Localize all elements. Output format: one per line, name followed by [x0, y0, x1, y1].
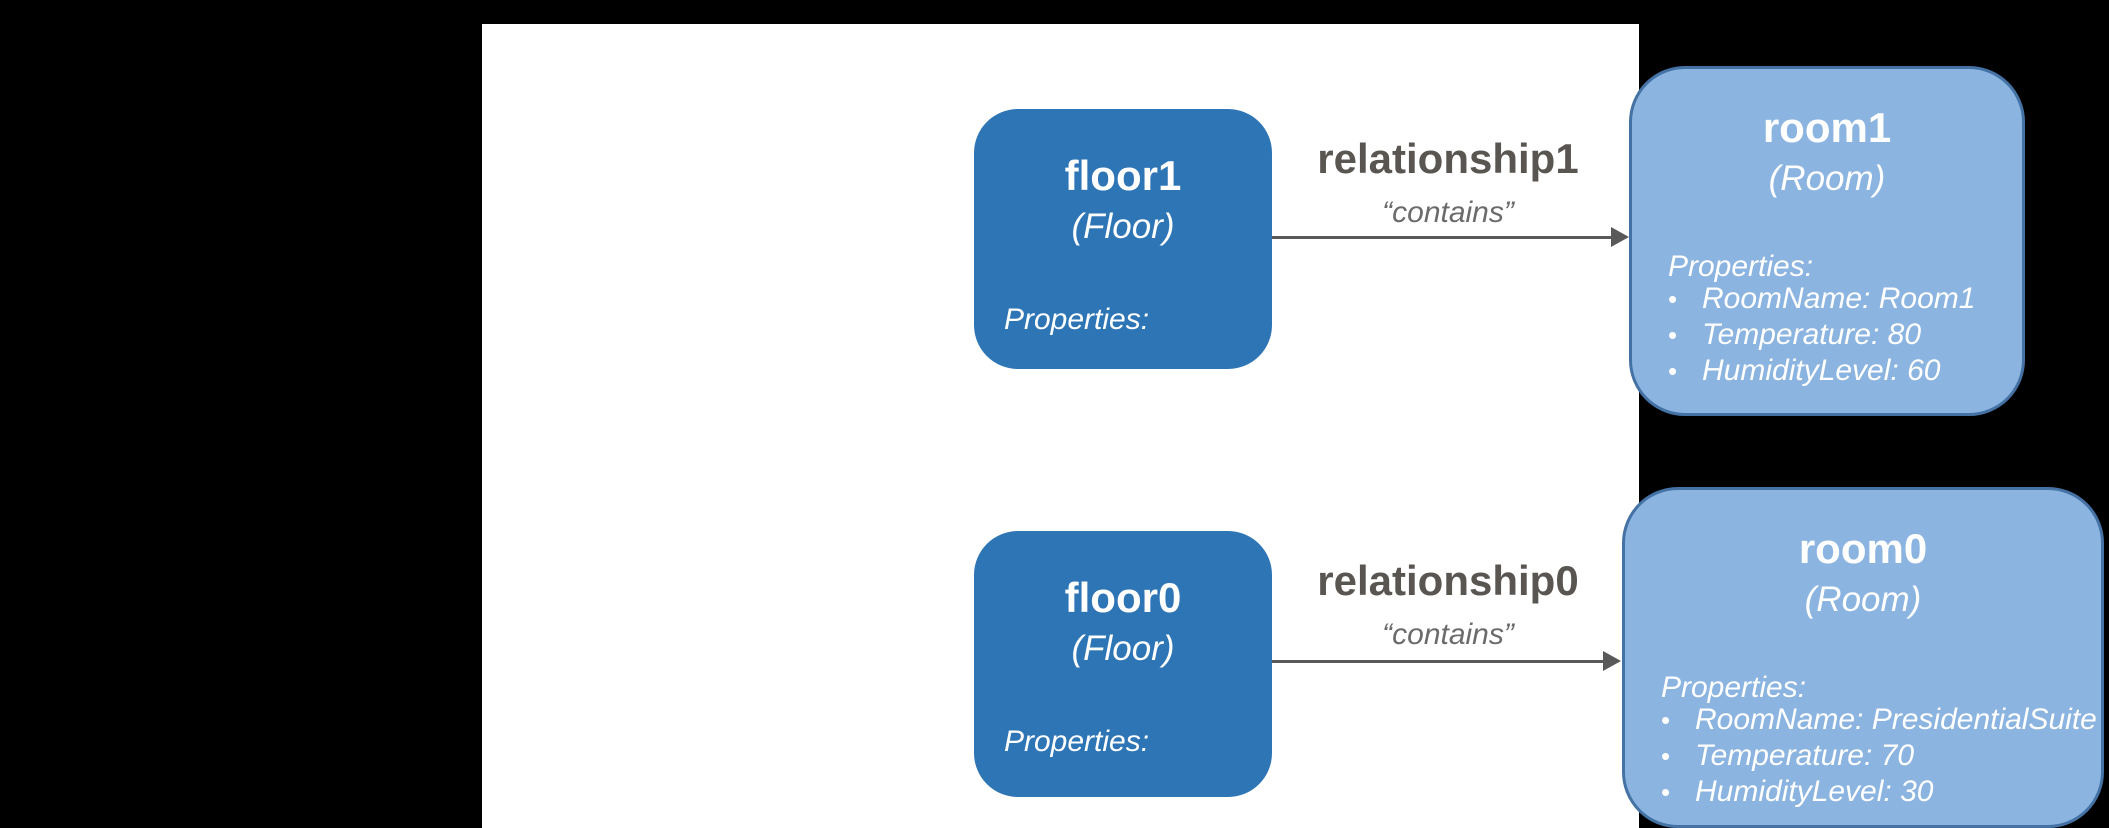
bullet-icon: •: [1668, 320, 1678, 350]
floor1-type: (Floor): [1071, 207, 1175, 246]
relationship0-arrow-head-icon: [1603, 651, 1621, 671]
relationship1-kind: “contains”: [1382, 196, 1514, 229]
room0-property-humiditylevel: •HumidityLevel: 30: [1661, 775, 1934, 808]
relationship1-arrow-head-icon: [1611, 227, 1629, 247]
floor1-properties-label: Properties:: [1004, 303, 1150, 336]
floor0-node: floor0 (Floor) Properties:: [974, 531, 1272, 797]
room0-property-temperature: •Temperature: 70: [1661, 739, 1915, 772]
bullet-icon: •: [1661, 741, 1671, 771]
floor0-properties-label: Properties:: [1004, 725, 1150, 758]
room1-node: room1 (Room) Properties: •RoomName: Room…: [1629, 66, 2025, 416]
room0-node: room0 (Room) Properties: •RoomName: Pres…: [1622, 487, 2104, 828]
floor0-title: floor0: [1064, 574, 1182, 621]
room1-properties-list: •RoomName: Room1 •Temperature: 80 •Humid…: [1668, 281, 1975, 389]
floor1-title: floor1: [1064, 152, 1182, 199]
relationship0-arrow-line: [1272, 660, 1604, 663]
room1-type: (Room): [1768, 159, 1886, 198]
bullet-icon: •: [1668, 356, 1678, 386]
room1-property-humiditylevel: •HumidityLevel: 60: [1668, 354, 1941, 387]
room1-properties-label: Properties:: [1668, 250, 1814, 283]
room0-property-roomname: •RoomName: PresidentialSuite: [1661, 703, 2097, 736]
room1-property-roomname: •RoomName: Room1: [1668, 282, 1976, 315]
relationship1-arrow-line: [1272, 236, 1612, 239]
room1-property-temperature: •Temperature: 80: [1668, 318, 1922, 351]
room0-title: room0: [1798, 525, 1928, 572]
room0-properties-label: Properties:: [1661, 671, 1807, 704]
relationship0-kind: “contains”: [1382, 618, 1514, 651]
relationship0-label: relationship0: [1317, 557, 1579, 604]
room1-title: room1: [1762, 104, 1892, 151]
floor0-type: (Floor): [1071, 629, 1175, 668]
bullet-icon: •: [1668, 284, 1678, 314]
diagram-panel: floor1 (Floor) Properties: relationship1…: [482, 24, 2104, 828]
bullet-icon: •: [1661, 777, 1671, 807]
room0-properties-list: •RoomName: PresidentialSuite •Temperatur…: [1661, 702, 2097, 810]
relationship1-label: relationship1: [1317, 135, 1579, 182]
floor1-node: floor1 (Floor) Properties:: [974, 109, 1272, 369]
room0-type: (Room): [1804, 580, 1922, 619]
bullet-icon: •: [1661, 705, 1671, 735]
